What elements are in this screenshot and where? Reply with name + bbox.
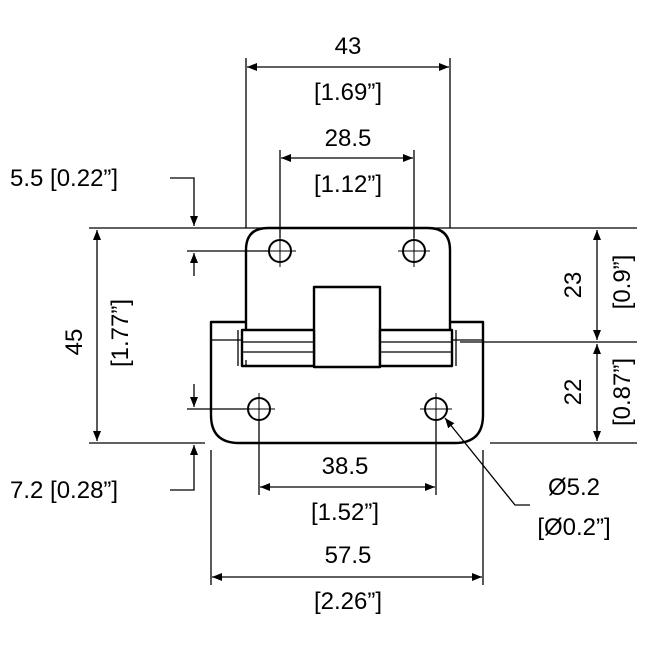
bottom-leaf-width-metric: 57.5 — [325, 542, 372, 569]
bottom-hole-spacing-imperial: [1.52”] — [311, 499, 379, 526]
hole-diameter-metric: Ø5.2 — [548, 474, 600, 501]
hole-diameter-imperial: [Ø0.2”] — [537, 514, 610, 541]
lower-height-imperial: [0.87”] — [609, 358, 636, 426]
top-leaf-width-imperial: [1.69”] — [314, 79, 382, 106]
lower-height-metric: 22 — [560, 379, 587, 406]
overall-height-imperial: [1.77”] — [107, 299, 134, 367]
bottom-leaf-width-imperial: [2.26”] — [314, 588, 382, 615]
top-hole-offset-label: 5.5 [0.22”] — [10, 165, 118, 192]
bottom-hole-spacing-metric: 38.5 — [322, 453, 369, 480]
overall-height-metric: 45 — [61, 329, 88, 356]
hole-bottom-right — [420, 393, 452, 425]
upper-height-metric: 23 — [560, 272, 587, 299]
dimension-lines — [93, 63, 601, 581]
hole-diameter-leader — [444, 417, 530, 506]
hinge-body — [209, 226, 485, 445]
dimension-labels: 43 [1.69”] 28.5 [1.12”] 5.5 [0.22”] 45 [… — [10, 33, 636, 615]
knuckle-left — [240, 328, 316, 368]
center-tab — [312, 285, 382, 369]
top-hole-spacing-imperial: [1.12”] — [314, 171, 382, 198]
bottom-hole-offset-label: 7.2 [0.28”] — [10, 477, 118, 504]
upper-height-imperial: [0.9”] — [609, 255, 636, 310]
extension-lines — [89, 58, 637, 585]
knuckle-right — [378, 328, 454, 368]
top-hole-spacing-metric: 28.5 — [325, 125, 372, 152]
top-leaf-width-metric: 43 — [335, 33, 362, 60]
hole-top-right — [398, 235, 430, 267]
